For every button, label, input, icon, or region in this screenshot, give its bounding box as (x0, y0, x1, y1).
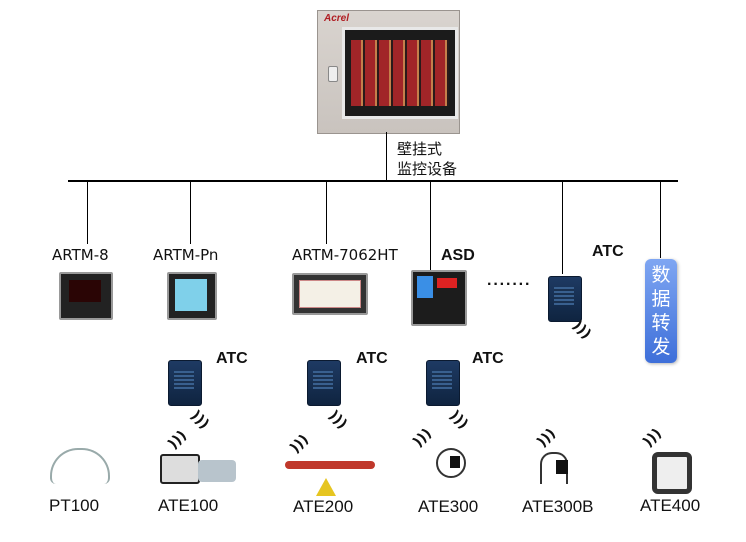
ellipsis: ······· (487, 276, 532, 293)
label-ate200: ATE200 (293, 497, 354, 516)
atc-2-image (307, 360, 341, 406)
forward-char-2: 据 (651, 288, 671, 310)
label-artm8: ARTM-8 (52, 246, 109, 264)
artm7062-device-image (292, 273, 368, 315)
ate200-sensor-image (285, 461, 375, 469)
ate100-bracket-image (198, 460, 236, 482)
label-atc-top: ATC (592, 243, 624, 260)
ate300b-sensor-image (540, 452, 568, 484)
artmpn-device-image (167, 272, 217, 320)
forward-char-1: 数 (651, 264, 671, 286)
drop-line-artm8 (87, 182, 88, 244)
label-ate100: ATE100 (158, 496, 219, 515)
wireless-signal-icon: ))) (287, 431, 313, 457)
asd-indicator (437, 278, 457, 288)
drop-line-artm7062 (326, 182, 327, 244)
monitor-screen (342, 27, 458, 119)
artm7062-screen (299, 280, 361, 308)
label-atc-3: ATC (472, 350, 504, 367)
data-forward-button[interactable]: 数 据 转 发 (645, 259, 677, 363)
wall-mounted-monitor-image: Acrel (317, 10, 460, 134)
artm8-display (69, 280, 101, 302)
wireless-signal-icon: ))) (446, 407, 472, 433)
drop-line-asd (430, 182, 431, 272)
label-ate300: ATE300 (418, 497, 479, 516)
wireless-signal-icon: ))) (640, 425, 666, 451)
artmpn-screen (175, 279, 207, 311)
drop-line-atc (562, 182, 563, 274)
monitor-label-line1: 壁挂式 (397, 140, 443, 158)
label-artmpn: ARTM-Pn (153, 246, 219, 264)
label-artm7062: ARTM-7062HT (292, 246, 398, 264)
label-asd: ASD (441, 247, 475, 264)
drop-line-forward (660, 182, 661, 258)
wireless-signal-icon: ))) (410, 425, 436, 451)
forward-char-4: 发 (651, 336, 671, 358)
monitor-drop-line (386, 132, 387, 182)
warning-sign-icon (316, 478, 336, 496)
pt100-sensor-image (50, 448, 110, 484)
ate400-sensor-image (652, 452, 692, 494)
forward-char-3: 转 (651, 312, 671, 334)
monitor-label-line2: 监控设备 (397, 160, 458, 178)
ate300b-body (556, 460, 568, 474)
label-pt100: PT100 (49, 496, 100, 515)
ate100-sensor-image (160, 454, 200, 484)
wireless-signal-icon: ))) (325, 407, 351, 433)
wireless-signal-icon: ))) (165, 427, 191, 453)
ate300-body (450, 456, 460, 468)
wireless-signal-icon: ))) (534, 425, 560, 451)
wireless-signal-icon: ))) (187, 407, 213, 433)
ate300-sensor-image (436, 448, 466, 478)
artm8-device-image (59, 272, 113, 320)
label-ate400: ATE400 (640, 496, 701, 515)
atc-3-image (426, 360, 460, 406)
label-atc-1: ATC (216, 350, 248, 367)
monitor-screen-grid (351, 40, 449, 106)
panel-lock-knob (328, 66, 338, 82)
asd-device-image (411, 270, 467, 326)
atc-top-image (548, 276, 582, 322)
atc-1-image (168, 360, 202, 406)
label-atc-2: ATC (356, 350, 388, 367)
drop-line-artmpn (190, 182, 191, 244)
label-ate300b: ATE300B (522, 497, 594, 516)
communication-bus (68, 180, 678, 182)
asd-display (417, 276, 433, 298)
brand-logo: Acrel (324, 13, 350, 24)
